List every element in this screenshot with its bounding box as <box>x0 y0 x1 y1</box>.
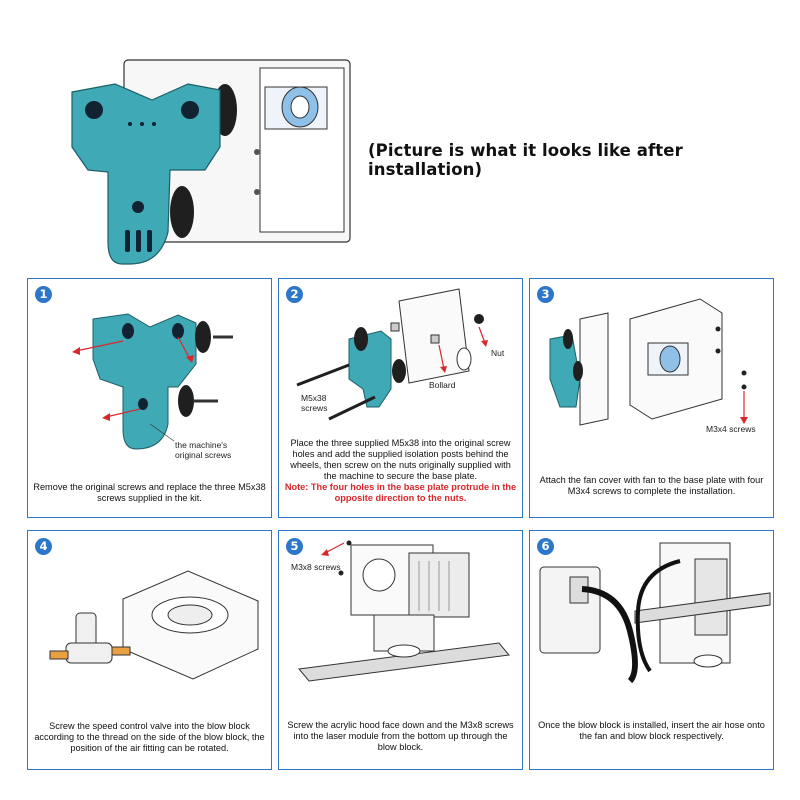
step-panel-4: 4 Screw the speed control valve into the… <box>27 530 272 770</box>
step-description: Once the blow block is installed, insert… <box>538 720 765 741</box>
step-badge: 2 <box>286 286 303 303</box>
label-m3x8-screws: M3x8 screws <box>291 562 341 572</box>
label-m3x4-screws: M3x4 screws <box>706 424 756 434</box>
step-5-illustration <box>298 540 510 682</box>
label-original-screws: the machine's original screws <box>175 440 232 460</box>
step-panel-6: 6 Once the blow block is installed, inse… <box>529 530 774 770</box>
step-description: Attach the fan cover with fan to the bas… <box>539 475 764 496</box>
step-badge: 1 <box>35 286 52 303</box>
step-description: Place the three supplied M5x38 into the … <box>283 438 518 504</box>
step-2-illustration <box>296 288 488 421</box>
step-badge: 4 <box>35 538 52 555</box>
label-m5x38-screws: M5x38 screws <box>301 393 328 413</box>
step-description: Screw the speed control valve into the b… <box>34 721 265 753</box>
label-bollard: Bollard <box>429 380 456 390</box>
step-badge: 3 <box>537 286 554 303</box>
hero-assembly-illustration <box>71 59 351 265</box>
step-description: Remove the original screws and replace t… <box>33 482 266 503</box>
step-3-illustration <box>549 298 748 426</box>
step-panel-3: 3 M3x4 screws Attach the fan cover with … <box>529 278 774 518</box>
step-6-illustration <box>539 542 771 684</box>
step-badge: 6 <box>537 538 554 555</box>
step-panel-2: 2 Nut Bollard M5x38 screws Place the thr… <box>278 278 523 518</box>
step-4-illustration <box>49 570 259 680</box>
step-panel-5: 5 M3x8 screws Screw the acrylic hood fac… <box>278 530 523 770</box>
step-panel-1: 1 the machine's original screws Remove t… <box>27 278 272 518</box>
caption-text: (Picture is what it looks like after ins… <box>368 141 683 179</box>
step-note: Note: The four holes in the base plate p… <box>284 482 517 503</box>
step-main-text: Place the three supplied M5x38 into the … <box>290 438 511 481</box>
step-1-illustration <box>72 313 233 450</box>
step-badge: 5 <box>286 538 303 555</box>
label-nut: Nut <box>491 348 505 358</box>
step-description: Screw the acrylic hood face down and the… <box>287 720 514 752</box>
